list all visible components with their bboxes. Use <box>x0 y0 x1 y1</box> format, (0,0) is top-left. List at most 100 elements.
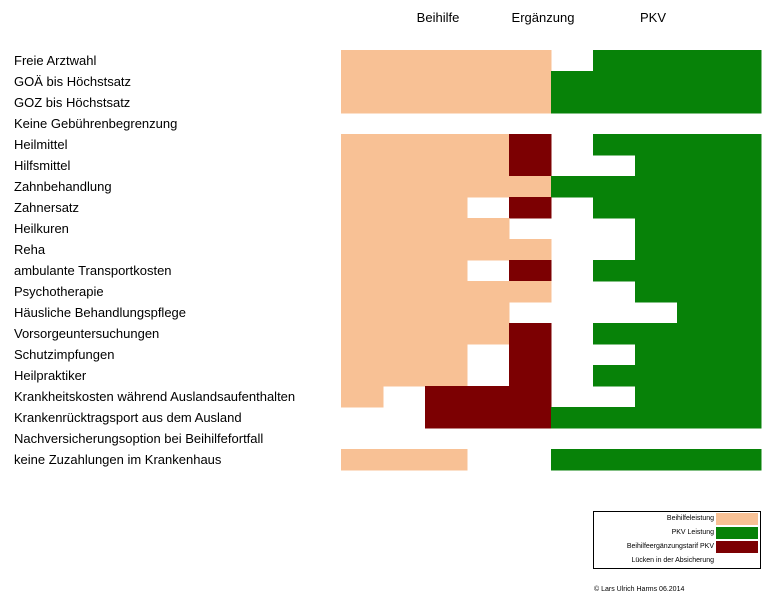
cell-beihilfe <box>383 239 426 261</box>
cell-beihilfe <box>383 92 426 114</box>
legend-item-beihilfe: Beihilfeleistung <box>594 512 760 526</box>
cell-beihilfe <box>425 50 468 72</box>
cell-ergaenzung <box>467 386 510 408</box>
column-header-pkv: PKV <box>639 10 666 25</box>
cell-beihilfe <box>509 50 552 72</box>
cell-beihilfe <box>341 50 384 72</box>
cell-beihilfe <box>425 197 468 219</box>
cell-beihilfe <box>383 323 426 345</box>
cell-pkv <box>551 449 594 471</box>
cell-beihilfe <box>425 155 468 177</box>
cell-beihilfe <box>425 281 468 303</box>
cell-pkv <box>677 407 720 429</box>
legend-item-pkv: PKV Leistung <box>594 526 760 540</box>
cell-beihilfe <box>509 71 552 93</box>
cell-beihilfe <box>425 302 468 324</box>
row-label: Zahnersatz <box>14 200 80 215</box>
legend-label: Beihilfeergänzungstarif PKV <box>626 543 714 550</box>
row-label: keine Zuzahlungen im Krankenhaus <box>14 452 222 467</box>
cell-beihilfe <box>467 92 510 114</box>
cell-beihilfe <box>425 344 468 366</box>
cell-pkv <box>677 449 720 471</box>
cell-ergaenzung <box>509 134 552 156</box>
cell-beihilfe <box>509 92 552 114</box>
cell-beihilfe <box>341 323 384 345</box>
cell-pkv <box>677 197 720 219</box>
cell-pkv <box>677 176 720 198</box>
legend-swatch-ergaenzung <box>716 541 758 553</box>
legend-label: PKV Leistung <box>671 529 714 536</box>
cell-pkv <box>635 344 678 366</box>
cell-beihilfe <box>341 386 384 408</box>
row-label: Heilpraktiker <box>14 368 87 383</box>
cell-beihilfe <box>509 281 552 303</box>
cell-beihilfe <box>341 239 384 261</box>
cell-pkv <box>677 323 720 345</box>
legend: Beihilfeleistung PKV Leistung Beihilfeer… <box>593 511 761 569</box>
cell-pkv <box>677 71 720 93</box>
cell-pkv <box>677 302 720 324</box>
cell-ergaenzung <box>509 197 552 219</box>
cell-beihilfe <box>383 260 426 282</box>
cell-beihilfe <box>341 92 384 114</box>
cell-beihilfe <box>425 176 468 198</box>
cell-pkv <box>593 407 636 429</box>
row-label: ambulante Transportkosten <box>14 263 172 278</box>
legend-swatch-pkv <box>716 527 758 539</box>
cell-pkv <box>719 386 762 408</box>
row-label: Keine Gebührenbegrenzung <box>14 116 178 131</box>
row-label: Reha <box>14 242 46 257</box>
cell-beihilfe <box>383 302 426 324</box>
cell-beihilfe <box>425 365 468 387</box>
cell-pkv <box>677 155 720 177</box>
cell-beihilfe <box>341 71 384 93</box>
cell-pkv <box>635 239 678 261</box>
cell-beihilfe <box>425 92 468 114</box>
cell-pkv <box>677 365 720 387</box>
legend-swatch-beihilfe <box>716 513 758 525</box>
cell-pkv <box>635 323 678 345</box>
row-label: Freie Arztwahl <box>14 53 97 68</box>
cell-pkv <box>719 449 762 471</box>
copyright-note: © Lars Ulrich Harms 06.2014 <box>594 586 685 593</box>
cell-beihilfe <box>425 260 468 282</box>
cell-pkv <box>635 386 678 408</box>
cell-beihilfe <box>509 176 552 198</box>
cell-beihilfe <box>467 176 510 198</box>
cell-beihilfe <box>467 155 510 177</box>
cell-pkv <box>677 239 720 261</box>
cell-pkv <box>719 50 762 72</box>
cell-beihilfe <box>509 239 552 261</box>
cell-beihilfe <box>467 50 510 72</box>
cell-pkv <box>593 449 636 471</box>
cell-beihilfe <box>341 449 384 471</box>
cell-pkv <box>719 302 762 324</box>
cell-pkv <box>719 92 762 114</box>
cell-beihilfe <box>383 218 426 240</box>
cell-pkv <box>593 134 636 156</box>
cell-pkv <box>551 176 594 198</box>
cell-pkv <box>677 218 720 240</box>
cell-beihilfe <box>383 71 426 93</box>
cell-pkv <box>677 260 720 282</box>
cell-ergaenzung <box>509 365 552 387</box>
cell-pkv <box>635 155 678 177</box>
cell-pkv <box>719 71 762 93</box>
cell-pkv <box>719 344 762 366</box>
cell-pkv <box>635 407 678 429</box>
cell-pkv <box>677 92 720 114</box>
cell-ergaenzung <box>509 407 552 429</box>
cell-beihilfe <box>341 281 384 303</box>
cell-ergaenzung <box>509 323 552 345</box>
cell-beihilfe <box>341 260 384 282</box>
cell-pkv <box>593 92 636 114</box>
cell-pkv <box>635 281 678 303</box>
cell-ergaenzung <box>509 260 552 282</box>
row-label: Psychotherapie <box>14 284 104 299</box>
row-label: Heilmittel <box>14 137 68 152</box>
row-label: Krankheitskosten während Auslandsaufenth… <box>14 389 296 404</box>
cell-beihilfe <box>425 218 468 240</box>
cell-pkv <box>677 134 720 156</box>
cell-beihilfe <box>467 239 510 261</box>
